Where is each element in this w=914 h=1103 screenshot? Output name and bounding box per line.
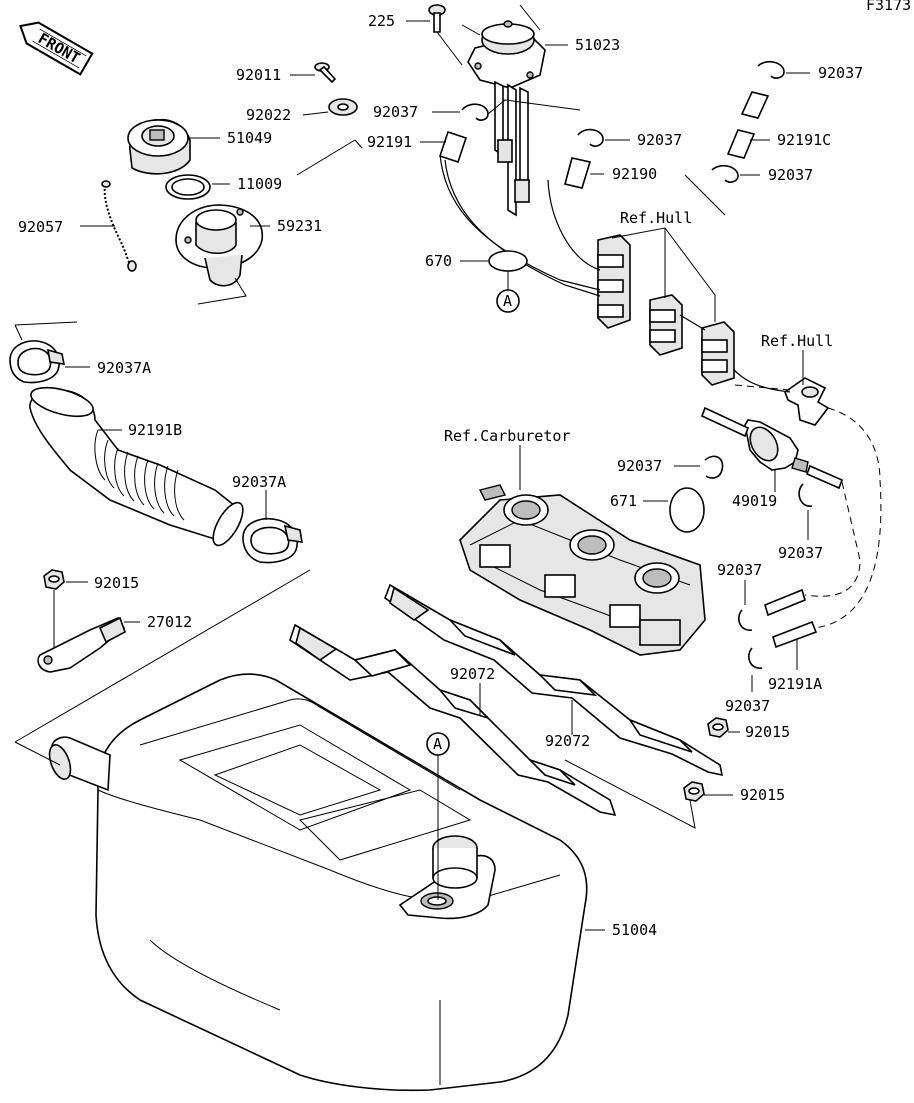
label-11009: 11009 [237,175,282,193]
o-ring-670 [488,250,528,272]
label-92072-right: 92072 [545,732,590,750]
label-92022: 92022 [246,106,291,124]
label-92011: 92011 [236,66,281,84]
gasket-11009 [165,174,211,200]
label-92191c: 92191C [777,131,831,149]
label-51049: 51049 [227,129,272,147]
tether-92057 [101,180,137,272]
hose-clamp-92037a-lower [242,518,303,564]
nut-92015-upper-right [707,717,729,738]
bolt-225 [428,4,446,33]
bracket-27012 [37,616,126,673]
label-51004: 51004 [612,921,657,939]
label-92037-carb: 92037 [617,457,662,475]
label-92037-top-mid: 92037 [373,103,418,121]
figure-code: F3173 [866,0,911,14]
strap-92072-right [384,583,724,777]
label-225: 225 [368,12,395,30]
label-92037-lower-right-a: 92037 [717,561,762,579]
clip-92037-top-mid [461,103,489,121]
label-49019: 49019 [732,492,777,510]
hose-92191c-lower [726,129,756,159]
label-59231: 59231 [277,217,322,235]
hose-filter-inlet [700,406,750,438]
label-670: 670 [425,252,452,270]
label-92037a-lower: 92037A [232,473,286,491]
label-92191b: 92191B [128,421,182,439]
screw-92011 [314,62,337,84]
clip-92037-lower-right-b [748,647,763,669]
callout-a-label-pickup: A [503,292,512,310]
strap-92072-left [289,623,617,817]
callout-a-label-tank: A [433,735,442,753]
hull-clip-block-1 [597,234,631,329]
nut-92015-lower-right [683,781,705,802]
label-92057: 92057 [18,218,63,236]
label-92015-lower-right: 92015 [740,786,785,804]
ref-hull-label-left: Ref.Hull [620,209,692,227]
filler-hose-92191b [29,386,244,547]
label-92072-left: 92072 [450,665,495,683]
callout-a-pickup [496,289,520,313]
front-arrow-icon: FRONT [19,21,94,76]
hull-fitting-right [784,377,830,426]
nut-92015-left [43,569,65,590]
clip-92037-top-right [757,60,785,79]
hose-92191a-upper [764,588,806,617]
carburetor-assembly [459,484,706,656]
clip-92037-right-2 [711,164,739,183]
label-92015-upper-right: 92015 [745,723,790,741]
fuel-pickup-51023 [467,20,546,217]
hose-92190 [564,157,592,189]
ref-hull-label-right: Ref.Hull [761,332,833,350]
fuel-tank-51004 [48,673,588,1092]
label-92191a: 92191A [768,675,822,693]
hose-clamp-92037a-upper [9,340,66,384]
clip-92037-carb [704,455,724,479]
hose-92191 [438,130,468,164]
o-ring-671 [669,487,705,533]
label-92037-top-right: 92037 [818,64,863,82]
hose-92191c-upper [740,91,770,119]
fuel-cap-51049 [127,118,191,175]
fuel-filter-49019 [744,419,809,473]
hose-filter-outlet [805,464,844,490]
label-671: 671 [610,492,637,510]
hull-clip-block-3 [701,321,735,386]
label-92015-left: 92015 [94,574,139,592]
washer-92022 [328,98,358,116]
label-51023: 51023 [575,36,620,54]
clip-92037-mid-right [577,128,604,147]
hose-92191a-lower [772,620,818,649]
label-27012: 27012 [147,613,192,631]
label-92037-right-2: 92037 [768,166,813,184]
label-92191: 92191 [367,133,412,151]
clip-92037-right [798,483,813,507]
label-92037-lower-right-b: 92037 [725,697,770,715]
label-92037a-upper: 92037A [97,359,151,377]
filler-neck-59231 [175,204,263,287]
clip-92037-lower-right-a [738,609,753,631]
label-92190: 92190 [612,165,657,183]
hull-clip-block-2 [649,294,683,356]
label-92037-mid-right: 92037 [637,131,682,149]
label-92037-right: 92037 [778,544,823,562]
ref-carburetor-label: Ref.Carburetor [444,427,570,445]
